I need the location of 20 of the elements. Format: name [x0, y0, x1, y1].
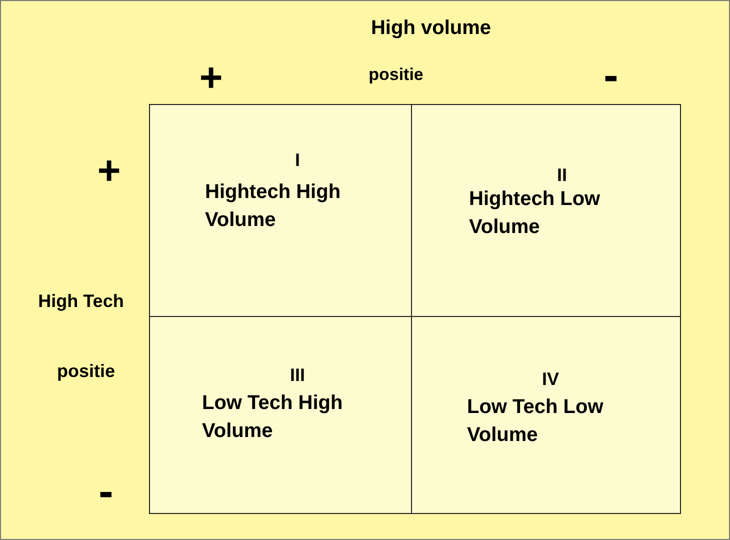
quadrant-number: III	[290, 365, 306, 386]
plus-sign: +	[96, 149, 122, 194]
quadrant-box	[411, 316, 681, 514]
axis-title: High volume	[370, 17, 492, 40]
quadrant-label: Hightech High Volume	[205, 180, 342, 233]
quadrant-label: Low Tech Low Volume	[467, 395, 604, 448]
quadrant-box	[149, 104, 412, 317]
quadrant-label: Hightech Low Volume	[469, 187, 602, 240]
minus-sign: -	[602, 51, 620, 101]
axis-title: High Tech	[37, 290, 125, 313]
quadrant-number: I	[295, 150, 300, 171]
quadrant-number: IV	[542, 369, 560, 390]
quadrant-label: Low Tech High Volume	[202, 391, 344, 444]
axis-label: positie	[56, 361, 116, 382]
axis-label: positie	[368, 65, 424, 85]
plus-sign: +	[198, 56, 224, 101]
quadrant-box	[411, 104, 681, 317]
minus-sign: -	[98, 467, 114, 517]
quadrant-number: II	[557, 165, 568, 186]
quadrant-box	[149, 316, 412, 514]
